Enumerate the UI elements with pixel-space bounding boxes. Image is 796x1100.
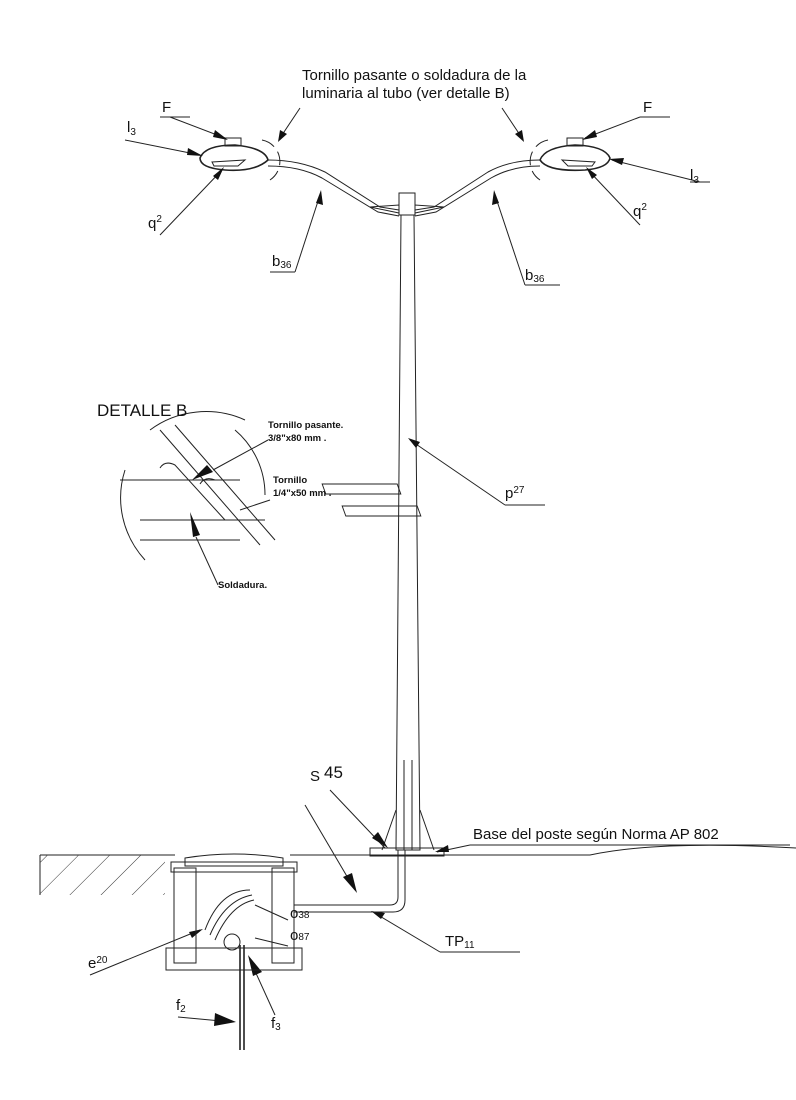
label-o87: o87 bbox=[290, 927, 310, 944]
label-f2: f2 bbox=[176, 997, 186, 1015]
detail-b-title: DETALLE B bbox=[97, 401, 187, 420]
title-line-1: Tornillo pasante o soldadura de la bbox=[302, 67, 527, 84]
detail-b-bolt-1: Tornillo bbox=[273, 475, 307, 486]
luminaire-right bbox=[539, 137, 611, 172]
pole bbox=[369, 192, 445, 857]
junction-box bbox=[165, 850, 406, 1050]
title-line-2: luminaria al tubo (ver detalle B) bbox=[302, 85, 510, 102]
label-q2-left: q2 bbox=[148, 214, 162, 232]
label-l3-right: l3 bbox=[690, 167, 699, 186]
label-f-left: F bbox=[162, 99, 171, 116]
label-e20: e20 bbox=[88, 955, 108, 972]
detail-b-weld: Soldadura. bbox=[218, 580, 267, 591]
label-b36-right: b36 bbox=[525, 267, 545, 285]
arms bbox=[261, 139, 549, 217]
detail-b-bolt-through-1: Tornillo pasante. bbox=[268, 420, 343, 431]
detail-b-bolt-2: 1/4"x50 mm . bbox=[273, 488, 331, 499]
label-f3: f3 bbox=[271, 1015, 281, 1033]
luminaire-left bbox=[199, 137, 269, 172]
label-l3-left: l3 bbox=[127, 119, 136, 138]
ground bbox=[39, 844, 796, 895]
detail-b bbox=[120, 411, 422, 586]
label-f-right: F bbox=[643, 99, 652, 116]
label-base: Base del poste según Norma AP 802 bbox=[473, 826, 719, 843]
label-q2-right: q2 bbox=[633, 202, 647, 220]
leader-lines bbox=[89, 107, 790, 1026]
label-p27: p27 bbox=[505, 485, 525, 502]
detail-b-bolt-through-2: 3/8"x80 mm . bbox=[268, 433, 326, 444]
label-b36-left: b36 bbox=[272, 253, 292, 271]
label-o38: o38 bbox=[290, 905, 310, 922]
label-tp11: TP11 bbox=[445, 933, 475, 951]
